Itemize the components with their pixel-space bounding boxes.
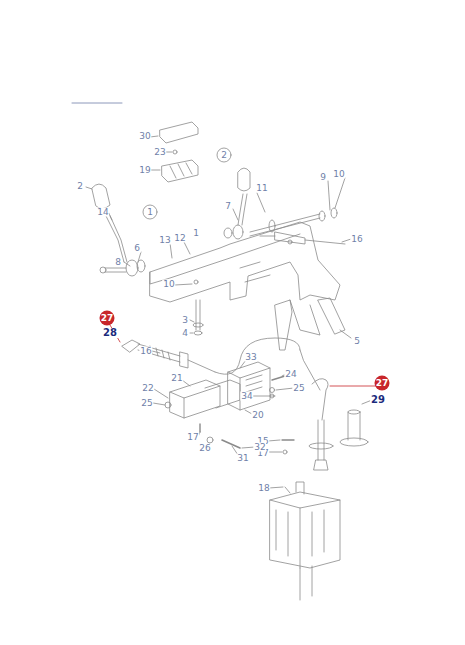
callout-number: 5 bbox=[353, 337, 361, 346]
callout-number: 22 bbox=[141, 384, 154, 393]
callout-number: 10 bbox=[162, 280, 175, 289]
callout-number: 20 bbox=[251, 411, 264, 420]
callout-number: 8 bbox=[114, 258, 122, 267]
callout-number: 11 bbox=[255, 184, 268, 193]
callout-number: 12 bbox=[173, 234, 186, 243]
callout-number: 25 bbox=[292, 384, 305, 393]
circled-callout: 1 bbox=[146, 208, 154, 217]
callout-number: 4 bbox=[181, 329, 189, 338]
callout-number: 19 bbox=[138, 166, 151, 175]
callout-number: 30 bbox=[138, 132, 151, 141]
callout-number: 34 bbox=[240, 392, 253, 401]
callout-number: 10 bbox=[332, 170, 345, 179]
callout-number: 3 bbox=[181, 316, 189, 325]
callout-number: 13 bbox=[158, 236, 171, 245]
callout-number: 16 bbox=[139, 347, 152, 356]
callout-number: 21 bbox=[170, 374, 183, 383]
callout-number: 32 bbox=[253, 443, 266, 452]
callout-number: 7 bbox=[224, 202, 232, 211]
callout-number: 18 bbox=[257, 484, 270, 493]
callout-number: 14 bbox=[96, 208, 109, 217]
kit-callout: 27 bbox=[375, 376, 390, 391]
callout-number: 23 bbox=[153, 148, 166, 157]
kit-number: 29 bbox=[370, 395, 386, 405]
callout-number: 16 bbox=[350, 235, 363, 244]
callout-number: 9 bbox=[319, 173, 327, 182]
kit-number: 28 bbox=[102, 328, 118, 338]
callout-number: 17 bbox=[186, 433, 199, 442]
kit-callout: 27 bbox=[100, 311, 115, 326]
callout-number: 2 bbox=[76, 182, 84, 191]
circled-callout: 2 bbox=[220, 151, 228, 160]
callout-number: 25 bbox=[140, 399, 153, 408]
callout-number: 33 bbox=[244, 353, 257, 362]
callout-number: 24 bbox=[284, 370, 297, 379]
callout-number: 6 bbox=[133, 244, 141, 253]
callout-number: 1 bbox=[192, 229, 200, 238]
callout-number: 31 bbox=[236, 454, 249, 463]
callout-number: 26 bbox=[198, 444, 211, 453]
